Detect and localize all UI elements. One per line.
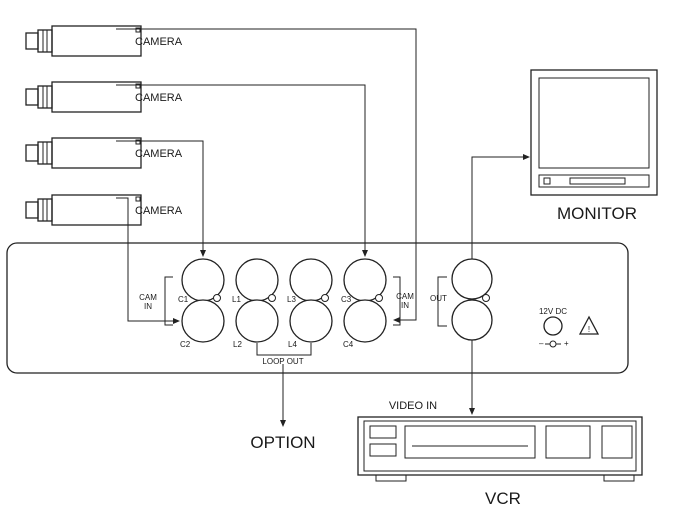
cable-camera-1	[116, 28, 417, 321]
vcr-button-2	[369, 443, 397, 457]
connector-c1-label: C1	[178, 295, 189, 304]
arrow-camera-3	[200, 250, 206, 257]
camera-4-label: CAMERA	[135, 205, 183, 217]
monitor-case	[530, 69, 658, 196]
led-l3	[321, 294, 329, 302]
arrow-camera-1	[393, 317, 400, 323]
camera-3-label: CAMERA	[135, 148, 183, 160]
cam-in-right-label-2: IN	[401, 301, 409, 310]
arrow-monitor	[523, 154, 530, 160]
camera-1-icon	[25, 25, 142, 57]
arrow-camera-2	[362, 250, 368, 257]
camera-4: CAMERA	[25, 194, 183, 226]
connector-l3-label: L3	[287, 295, 296, 304]
option-label: OPTION	[250, 433, 315, 452]
cable-camera-4	[116, 197, 173, 322]
monitor-screen	[538, 77, 650, 169]
polarity-symbol	[549, 340, 557, 348]
monitor-power-button	[543, 177, 551, 185]
camera-cables	[116, 28, 417, 324]
camera-4-icon	[25, 194, 142, 226]
connector-c2-label: C2	[180, 340, 191, 349]
cam-in-right-bracket	[393, 276, 401, 326]
camera-3: CAMERA	[25, 137, 183, 169]
vcr-foot-left	[375, 474, 407, 482]
cam-in-left-bracket	[164, 276, 173, 326]
connector-l2-label: L2	[233, 340, 242, 349]
polarity-plus: +	[564, 339, 569, 348]
cable-camera-3	[116, 140, 204, 252]
arrow-option	[280, 420, 286, 427]
vcr-foot-right	[603, 474, 635, 482]
led-c1	[213, 294, 221, 302]
camera-2-icon	[25, 81, 142, 113]
cable-camera-2	[116, 84, 366, 252]
camera-1-label: CAMERA	[135, 36, 183, 48]
out-bracket	[437, 276, 447, 327]
connector-l4-label: L4	[288, 340, 297, 349]
connector-c2	[181, 299, 225, 343]
connector-l4	[289, 299, 333, 343]
loop-out-bracket	[256, 343, 312, 356]
vcr-front-panel	[363, 420, 637, 472]
led-out	[482, 294, 490, 302]
cam-in-left-label-2: IN	[144, 302, 152, 311]
monitor: MONITOR	[530, 69, 658, 223]
unit-chassis	[6, 242, 629, 374]
arrow-camera-4	[173, 318, 180, 324]
connector-c3-label: C3	[341, 295, 352, 304]
switcher-unit: C1 L1 L3 C3 C2 L2 L4 C4 CAM IN CAM IN LO…	[6, 242, 629, 374]
monitor-control-panel	[538, 174, 650, 188]
arrow-vcr	[469, 408, 475, 415]
polarity-minus: –	[539, 339, 544, 348]
power-label: 12V DC	[539, 307, 567, 316]
connector-out-1	[451, 258, 493, 300]
cam-in-left-label-1: CAM	[139, 293, 157, 302]
cable-monitor	[471, 156, 523, 259]
vcr-tape-slot	[404, 425, 536, 459]
power-jack	[543, 316, 563, 336]
vcr-label: VCR	[485, 489, 521, 508]
cam-in-right-label-1: CAM	[396, 292, 414, 301]
connector-c4-label: C4	[343, 340, 354, 349]
led-l1	[268, 294, 276, 302]
connector-c4	[343, 299, 387, 343]
warning-icon	[578, 315, 600, 335]
vcr-input-label: VIDEO IN	[389, 400, 437, 412]
loop-out-label: LOOP OUT	[262, 357, 303, 366]
led-c3	[375, 294, 383, 302]
monitor-controls	[569, 177, 626, 185]
vcr-controls	[601, 425, 633, 459]
connector-l1-label: L1	[232, 295, 241, 304]
vcr-button-1	[369, 425, 397, 439]
connector-out-2	[451, 299, 493, 341]
camera-2: CAMERA	[25, 81, 183, 113]
camera-1: CAMERA	[25, 25, 183, 57]
monitor-label: MONITOR	[557, 204, 637, 223]
out-label: OUT	[430, 294, 447, 303]
camera-3-icon	[25, 137, 142, 169]
connector-l2	[235, 299, 279, 343]
warning-symbol: !	[588, 325, 590, 334]
output-cables	[280, 154, 530, 427]
camera-2-label: CAMERA	[135, 92, 183, 104]
vcr-case	[357, 416, 643, 476]
vcr-display	[545, 425, 591, 459]
vcr: VIDEO IN VCR	[357, 400, 643, 508]
